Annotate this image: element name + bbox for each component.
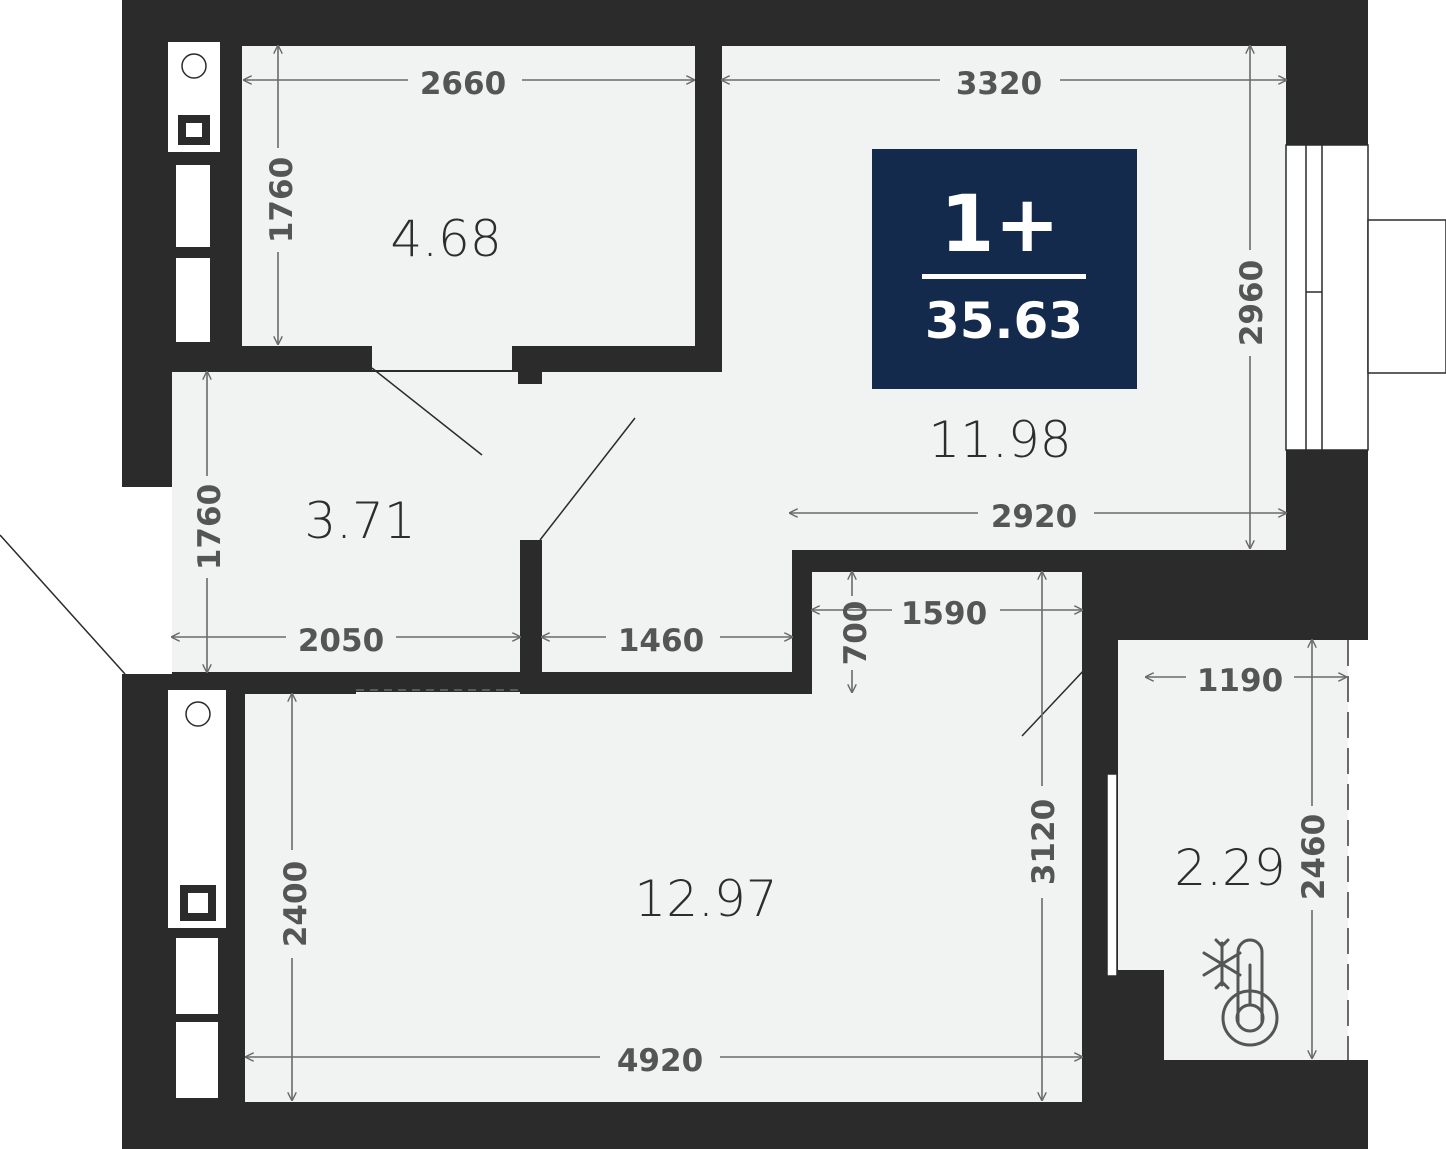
floors [172, 46, 1368, 1102]
room-labels: 4.68 3.71 11.98 12.97 2.29 [304, 210, 1285, 928]
dim-niche-depth: 700 [838, 601, 874, 666]
dim-bathroom-width: 2660 [420, 66, 506, 102]
interior-walls [172, 46, 1368, 1102]
floor-hallway [172, 372, 522, 672]
room-area-bedroom: 12.97 [634, 870, 777, 928]
dimension-lines [172, 46, 1346, 1100]
room-area-hallway: 3.71 [304, 492, 415, 550]
floor-link [522, 372, 792, 550]
room-area-kitchen: 11.98 [928, 411, 1071, 469]
floor-balcony [1164, 640, 1348, 1060]
floor-bathroom [242, 46, 695, 346]
dim-balcony-height: 2460 [1296, 814, 1332, 900]
entrance-door-swing [0, 534, 126, 675]
dim-kitchen-lower-width: 2920 [991, 499, 1077, 535]
dim-niche-width: 1590 [901, 596, 987, 632]
badge-total-area: 35.63 [925, 292, 1083, 350]
badge-rooms: 1+ [940, 180, 1060, 270]
floor-balcony-strip [1348, 640, 1368, 1060]
floor-link-2 [540, 550, 792, 672]
floor-bedroom-top [812, 572, 1082, 694]
room-area-bathroom: 4.68 [390, 210, 501, 268]
shaft-lower [168, 690, 226, 1098]
room-area-balcony: 2.29 [1174, 839, 1285, 897]
dim-bedroom-height-right: 3120 [1026, 799, 1062, 885]
balcony-door-frame [1106, 773, 1118, 977]
dim-kitchen-height: 2960 [1234, 260, 1270, 346]
shaft-upper [168, 42, 220, 342]
window-kitchen [1285, 144, 1446, 451]
dimension-labels: 2660 3320 1760 2960 2920 1760 2050 1460 … [192, 66, 1332, 1079]
dim-balcony-width: 1190 [1197, 663, 1283, 699]
floor-bedroom [245, 692, 1082, 1102]
unit-badge: 1+ 35.63 [872, 149, 1137, 389]
snowflake-thermometer-icon [1202, 938, 1279, 1047]
dim-kitchen-width: 3320 [956, 66, 1042, 102]
dim-bedroom-width: 4920 [617, 1043, 703, 1079]
door-swings [371, 367, 1119, 737]
entrance-opening [122, 487, 172, 674]
dim-corridor-width: 1460 [618, 623, 704, 659]
dim-hallway-height: 1760 [192, 484, 228, 570]
dim-hallway-width: 2050 [298, 623, 384, 659]
dim-bedroom-height-left: 2400 [278, 861, 314, 947]
dim-bathroom-height: 1760 [264, 157, 300, 243]
